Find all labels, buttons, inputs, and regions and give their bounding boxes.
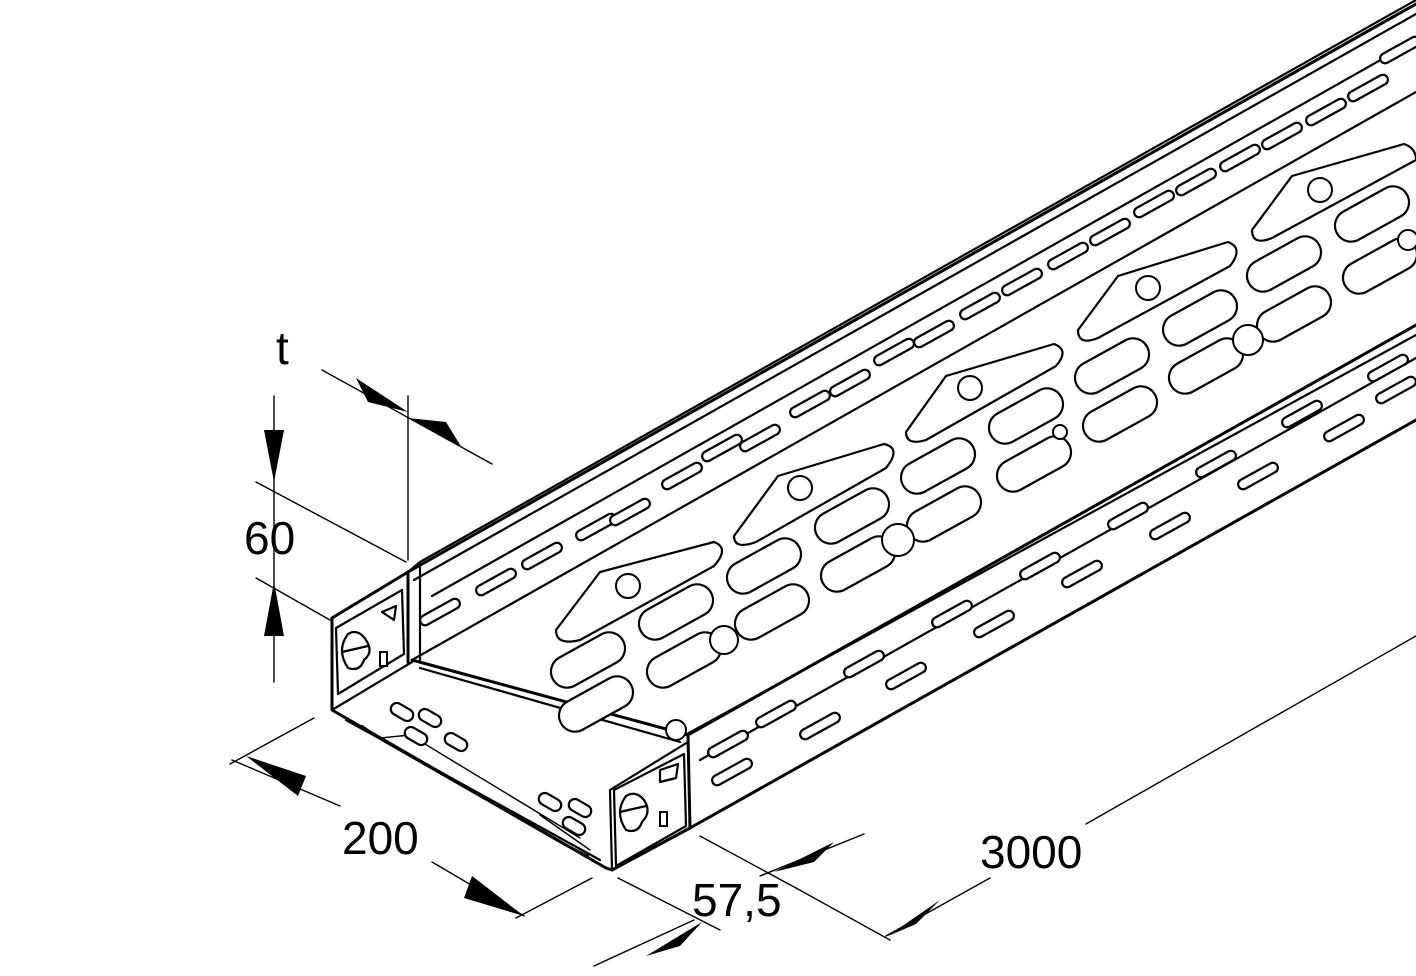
width-arrow-left <box>246 756 306 796</box>
height-label: 60 <box>244 512 295 564</box>
thickness-arrow-right <box>408 418 462 448</box>
front-floor-slots <box>389 701 593 837</box>
length-dimension <box>795 635 1416 941</box>
floor-slots <box>549 185 1416 733</box>
pitch-arrow-bottom <box>646 922 702 956</box>
height-arrow-top <box>264 430 284 482</box>
length-label: 3000 <box>980 826 1082 878</box>
pitch-dimension <box>593 833 865 967</box>
width-label: 200 <box>342 812 419 864</box>
thickness-arrow-left <box>356 378 408 412</box>
thickness-label: t <box>276 322 289 374</box>
dimension-lines <box>229 369 1416 967</box>
floor-holes <box>615 177 1416 741</box>
left-connector <box>334 588 406 696</box>
height-dimension <box>255 395 407 683</box>
width-arrow-right <box>464 876 524 916</box>
dimension-labels: t 60 200 57,5 3000 <box>244 322 1082 926</box>
height-arrow-bottom <box>264 582 284 636</box>
tray-body <box>330 0 1416 872</box>
thickness-dimension <box>321 369 493 561</box>
pitch-label: 57,5 <box>692 874 782 926</box>
left-side-wall <box>406 0 1416 664</box>
right-connector <box>612 752 688 868</box>
tray-floor <box>410 658 690 744</box>
right-wall-slots <box>707 353 1416 787</box>
width-dimension <box>229 717 593 919</box>
length-arrow-left <box>888 900 940 936</box>
left-wall-slots <box>419 35 1416 627</box>
pitch-arrow-top <box>774 842 834 872</box>
floor-tabs <box>554 142 1416 643</box>
